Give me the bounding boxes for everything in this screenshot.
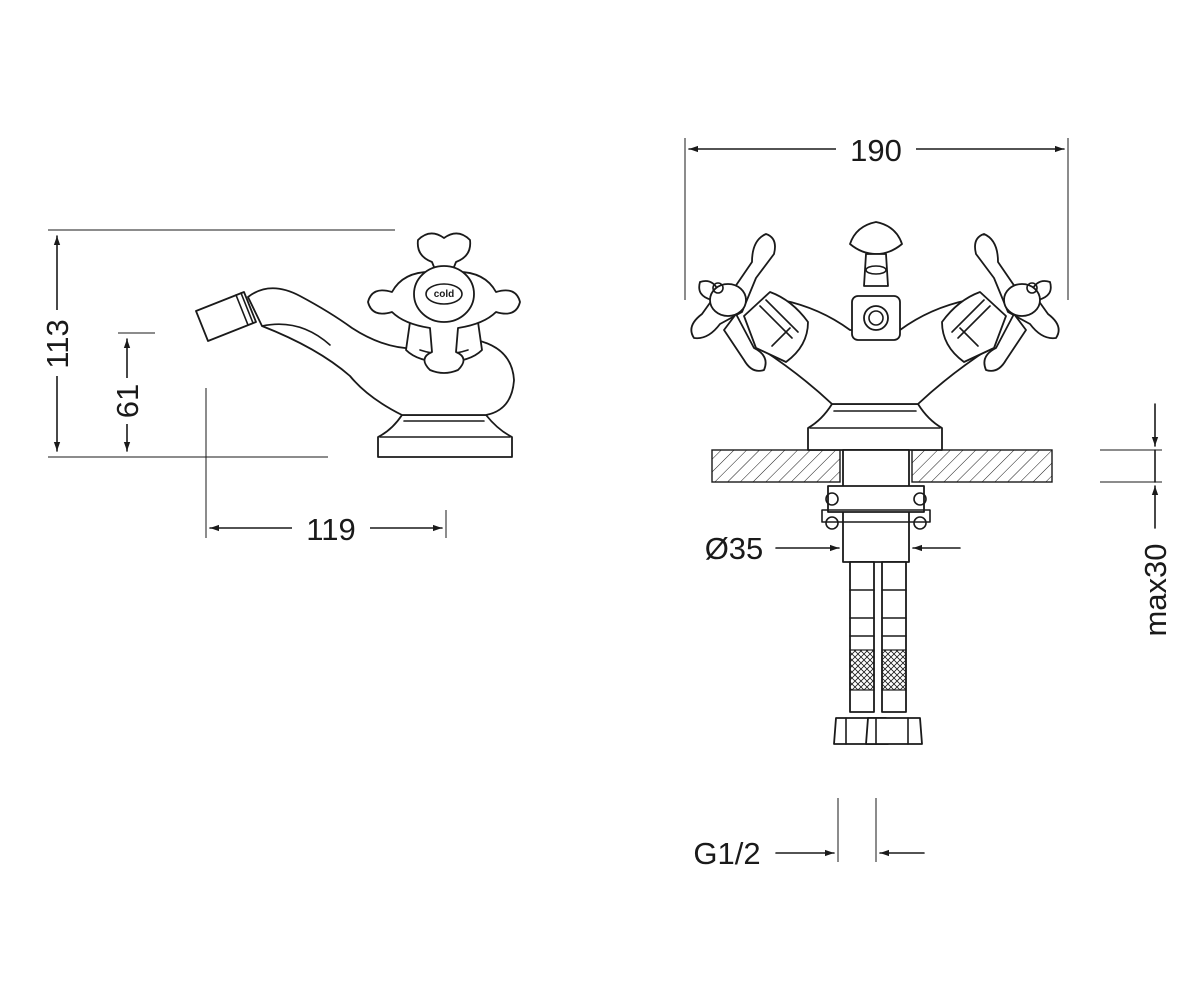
- dim-113-label: 113: [40, 319, 75, 368]
- side-view: cold 113 61 119: [38, 229, 521, 547]
- countertop-left: [711, 449, 841, 483]
- side-outlet: [195, 291, 257, 342]
- dim-diameter-label: Ø35: [705, 531, 764, 566]
- dim-119-label: 119: [306, 512, 355, 547]
- dim-190-label: 190: [850, 133, 902, 168]
- side-spout: [247, 287, 515, 416]
- popup-knob: [849, 221, 903, 255]
- countertop-right: [911, 449, 1053, 483]
- handle-label: cold: [434, 289, 455, 300]
- right-cross-handle: [974, 233, 1060, 340]
- front-view: 190 Ø35 max30 G1/2: [684, 129, 1173, 871]
- dim-max30-label: max30: [1138, 543, 1173, 636]
- hoses: [833, 561, 923, 745]
- dim-connection-label: G1/2: [693, 836, 760, 871]
- dim-61-label: 61: [110, 384, 145, 418]
- fixing-nut: [827, 485, 925, 513]
- right-valve: [941, 291, 1007, 363]
- left-valve: [743, 291, 809, 363]
- left-cross-handle: [690, 233, 776, 340]
